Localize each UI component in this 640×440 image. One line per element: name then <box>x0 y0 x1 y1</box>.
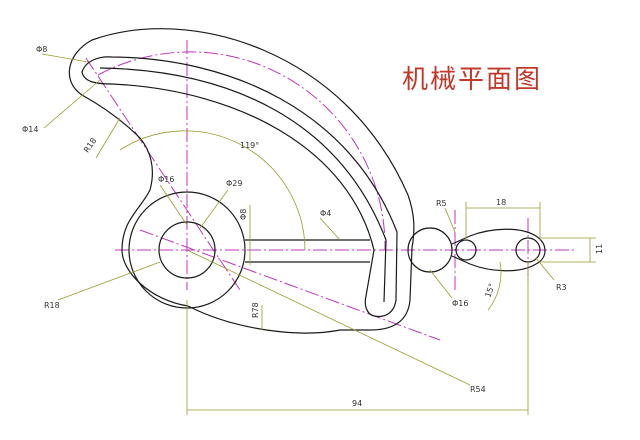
leader-r3 <box>535 257 555 281</box>
arc-slot-centerline <box>97 51 386 251</box>
leader-r54 <box>186 249 471 386</box>
radial-centerline-left <box>85 57 241 291</box>
label-phi16-right: Φ16 <box>452 299 468 308</box>
label-phi16-hub: Φ16 <box>158 175 174 184</box>
label-phi14: Φ14 <box>22 125 38 134</box>
drawing-title: 机械平面图 <box>402 65 542 95</box>
label-phi8-top: Φ8 <box>36 45 47 54</box>
dimension-labels: Φ8 Φ14 R18 119° Φ16 Φ29 Φ8 Φ4 R5 18 11 R… <box>22 45 604 408</box>
leader-phi8-top <box>41 53 89 63</box>
label-phi4: Φ4 <box>320 209 331 218</box>
leader-r18-upper <box>95 117 121 159</box>
leader-phi14 <box>43 79 101 129</box>
label-dim-11: 11 <box>595 244 604 254</box>
label-r5: R5 <box>436 199 447 208</box>
slot-rail <box>99 67 387 303</box>
radial-centerline-lower <box>139 229 441 341</box>
label-r3: R3 <box>556 283 567 292</box>
leader-r5 <box>444 207 456 233</box>
label-r18-upper: R18 <box>82 136 98 154</box>
hub-inner-circle <box>158 221 216 279</box>
dimension-lines <box>41 53 596 415</box>
arc-slot <box>81 56 398 318</box>
label-phi8-web: Φ8 <box>239 209 248 220</box>
outer-contour <box>68 28 415 334</box>
label-phi29: Φ29 <box>226 179 242 188</box>
bulb-circle <box>407 227 453 273</box>
leader-phi16-hub <box>159 184 188 226</box>
label-angle-15: 15° <box>483 282 496 298</box>
label-dim-94: 94 <box>352 399 362 408</box>
label-r18-lower: R18 <box>44 301 60 310</box>
angle-119-arc <box>119 130 306 251</box>
leader-phi4 <box>319 217 341 241</box>
label-dim-18: 18 <box>496 198 506 207</box>
label-r54: R54 <box>470 385 486 394</box>
handle-outline <box>451 228 546 272</box>
centerlines <box>85 40 575 341</box>
angle-15-arc <box>487 261 502 311</box>
label-r78: R78 <box>251 302 260 318</box>
part-outline <box>68 28 546 334</box>
leader-phi16-right <box>429 269 453 299</box>
leader-phi29 <box>199 189 229 229</box>
label-angle-119: 119° <box>240 141 259 150</box>
leader-r18-lower <box>57 261 161 301</box>
